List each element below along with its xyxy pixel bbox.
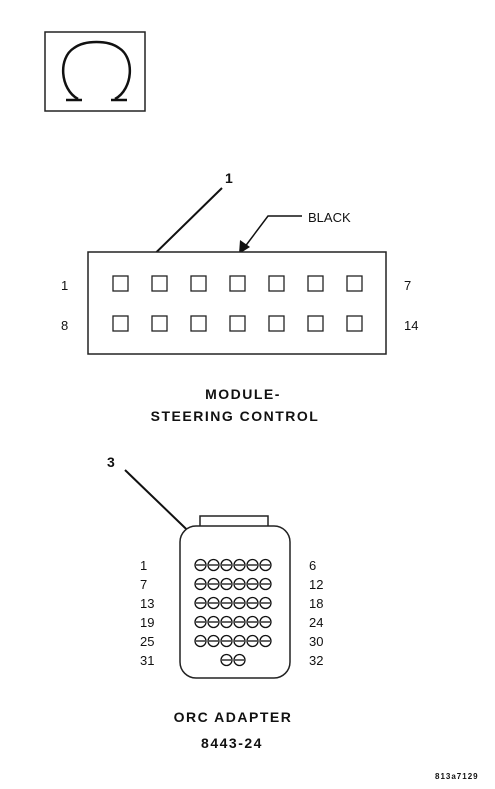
adapter-pin (220, 577, 233, 591)
pin-label-14: 14 (404, 318, 418, 333)
adapter-row-label-left: 7 (140, 577, 147, 592)
adapter-pin (207, 596, 220, 610)
adapter-caption-line2: 8443-24 (201, 735, 263, 751)
adapter-pin (259, 615, 272, 629)
module-cavity (112, 315, 129, 332)
pin-label-7: 7 (404, 278, 411, 293)
color-leader-arrow (239, 215, 302, 254)
adapter-pin (246, 558, 259, 572)
adapter-pin (233, 653, 246, 667)
module-cavity (307, 275, 324, 292)
adapter-pin (259, 558, 272, 572)
adapter-pin (207, 558, 220, 572)
adapter-pin (207, 615, 220, 629)
adapter-pin (220, 596, 233, 610)
adapter-row-label-left: 19 (140, 615, 154, 630)
adapter-row-label-right: 6 (309, 558, 316, 573)
adapter-pin (259, 634, 272, 648)
module-cavity (190, 315, 207, 332)
module-cavity (268, 275, 285, 292)
module-cavity (346, 315, 363, 332)
module-connector: 1 BLACK 1 7 8 14 MODULE- STEERING CONTRO… (61, 170, 418, 424)
adapter-row-labels: 1 6 7 12 13 18 19 24 25 30 31 32 (140, 558, 323, 668)
adapter-pin (233, 577, 246, 591)
adapter-pin (194, 596, 207, 610)
adapter-pin (233, 558, 246, 572)
adapter-row-label-left: 31 (140, 653, 154, 668)
module-cavity (112, 275, 129, 292)
adapter-pin (246, 615, 259, 629)
adapter-pin (233, 596, 246, 610)
adapter-row-label-right: 32 (309, 653, 323, 668)
module-cavity (190, 275, 207, 292)
adapter-pin (220, 634, 233, 648)
connector-color-label: BLACK (308, 210, 351, 225)
module-cavity-grid (112, 275, 363, 332)
adapter-row-label-left: 1 (140, 558, 147, 573)
adapter-pin (194, 615, 207, 629)
module-cavity (229, 275, 246, 292)
adapter-pin (220, 615, 233, 629)
module-callout-number: 1 (225, 170, 233, 186)
adapter-pin (194, 577, 207, 591)
adapter-pin (259, 596, 272, 610)
module-cavity (151, 315, 168, 332)
adapter-row-label-right: 24 (309, 615, 323, 630)
adapter-pin (259, 577, 272, 591)
adapter-row-label-left: 13 (140, 596, 154, 611)
module-cavity (229, 315, 246, 332)
pin-label-1: 1 (61, 278, 68, 293)
adapter-pin (246, 634, 259, 648)
module-cavity (268, 315, 285, 332)
adapter-pin (194, 634, 207, 648)
adapter-row-label-left: 25 (140, 634, 154, 649)
adapter-row-label-right: 12 (309, 577, 323, 592)
module-cavity (307, 315, 324, 332)
adapter-pin (246, 577, 259, 591)
ohm-icon (61, 40, 132, 102)
adapter-row-label-right: 18 (309, 596, 323, 611)
ohm-symbol-box (44, 31, 146, 112)
adapter-pin (220, 653, 233, 667)
module-cavity (151, 275, 168, 292)
adapter-pin (207, 577, 220, 591)
adapter-pin (220, 558, 233, 572)
adapter-caption-line1: ORC ADAPTER (174, 709, 293, 725)
module-connector-body (87, 251, 387, 355)
module-caption-line1: MODULE- (205, 386, 281, 402)
adapter-pin (194, 558, 207, 572)
adapter-pin (246, 596, 259, 610)
figure-id: 813a7129 (435, 772, 479, 781)
pin-label-8: 8 (61, 318, 68, 333)
adapter-pin (233, 615, 246, 629)
module-cavity (346, 275, 363, 292)
adapter-pin-grid (194, 558, 272, 667)
adapter-callout-number: 3 (107, 454, 115, 470)
adapter-connector: 3 1 6 7 12 13 18 19 24 25 30 31 32 ORC ADAPTER 8443… (107, 454, 323, 751)
adapter-pin (207, 634, 220, 648)
adapter-pin (233, 634, 246, 648)
module-caption-line2: STEERING CONTROL (151, 408, 320, 424)
adapter-row-label-right: 30 (309, 634, 323, 649)
